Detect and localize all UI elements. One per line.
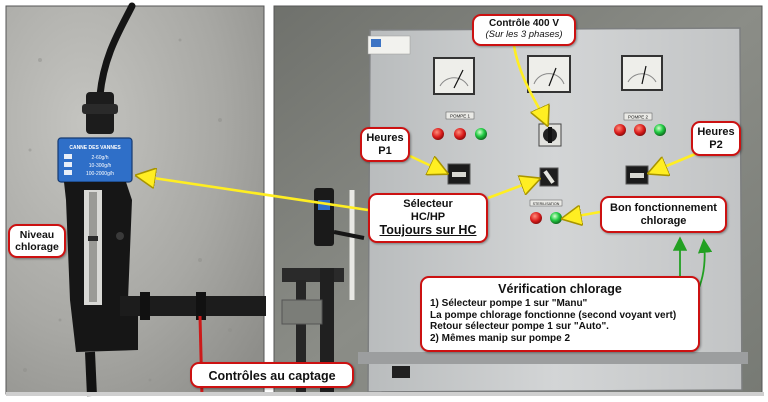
pump1-red-lamp [454, 128, 466, 140]
sensor-label: CANNE DES VANNES 2-60g/h 10-300g/h 100-2… [57, 137, 133, 183]
pump2-run-lamp [654, 124, 666, 136]
callout-heures-p2: Heures P2 [691, 121, 741, 156]
sensor-cable [96, 2, 136, 99]
voltmeter-phase-selector [538, 123, 562, 147]
callout-niveau-line2: chlorage [15, 241, 59, 254]
callout-niveau-chlorage: Niveau chlorage [8, 224, 66, 258]
callout-bon-line2: chlorage [640, 214, 687, 227]
arrow-selector-to-hchp [487, 180, 536, 200]
callout-heures-p1: Heures P1 [360, 127, 410, 162]
callout-verif-line4: 2) Mêmes manip sur pompe 2 [430, 332, 571, 344]
callout-selecteur-line3: Toujours sur HC [379, 223, 477, 238]
callout-selecteur-line1: Sélecteur [403, 198, 453, 210]
plate-pompe-2: POMPE 2 [628, 115, 649, 120]
callout-heures-p2-line2: P2 [709, 138, 723, 151]
arrow-controle-to-switch [512, 45, 546, 122]
callout-verif-line2: La pompe chlorage fonctionne (second voy… [430, 309, 677, 321]
callout-verification-chlorage: Vérification chlorage 1) Sélecteur pompe… [420, 276, 700, 352]
sensor-label-title: CANNE DES VANNES [69, 145, 121, 151]
chlorination-green-lamp [550, 212, 562, 224]
voltmeter-left [433, 57, 475, 95]
callout-captage-label: Contrôles au captage [208, 369, 336, 383]
callout-controle-subtitle: (Sur les 3 phases) [485, 28, 563, 40]
sensor-range-1: 2-60g/h [92, 155, 109, 161]
yellow-arrows [140, 45, 701, 218]
callout-heures-p1-line1: Heures [366, 132, 404, 144]
callout-selecteur-line2: HC/HP [410, 210, 446, 223]
callout-verif-line1: 1) Sélecteur pompe 1 sur "Manu" [430, 298, 588, 310]
voltmeter-center [527, 55, 571, 93]
callout-bon-fonctionnement: Bon fonctionnement chlorage [600, 196, 727, 233]
arrow-bon-to-lamp [566, 212, 601, 218]
arrow-p2-to-counter [652, 150, 701, 172]
hc-hp-selector [539, 167, 559, 187]
plate-sterilisation: STERILISATION [533, 202, 560, 206]
pump1-run-lamp [475, 128, 487, 140]
callout-heures-p1-line2: P1 [378, 144, 392, 157]
arrow-selector-to-left-sensor [140, 176, 369, 212]
callout-selecteur-hc-hp: Sélecteur HC/HP Toujours sur HC [368, 193, 488, 243]
callout-verif-line3: Retour sélecteur pompe 1 sur "Auto". [430, 321, 609, 333]
callout-controles-au-captage: Contrôles au captage [190, 362, 354, 388]
callout-niveau-line1: Niveau [19, 229, 55, 241]
callout-bon-line1: Bon fonctionnement [610, 202, 717, 214]
pump2-fault-lamp [614, 124, 626, 136]
callout-verif-title: Vérification chlorage [498, 282, 622, 296]
left-photo: CANNE DES VANNES 2-60g/h 10-300g/h 100-2… [5, 2, 266, 397]
callout-controle-title: Contrôle 400 V [488, 18, 560, 29]
pump1-fault-lamp [432, 128, 444, 140]
plate-pompe-1: POMPE 1 [450, 114, 471, 119]
callout-heures-p2-line1: Heures [697, 126, 735, 138]
callout-controle-400v: Contrôle 400 V (Sur les 3 phases) [472, 14, 576, 46]
arrow-p1-to-counter [409, 154, 444, 172]
pump2-red-lamp [634, 124, 646, 136]
chlorination-red-lamp [530, 212, 542, 224]
sensor-range-2: 10-300g/h [89, 163, 112, 169]
sensor-range-3: 100-2000g/h [86, 171, 114, 177]
ammeter-right [621, 55, 663, 91]
